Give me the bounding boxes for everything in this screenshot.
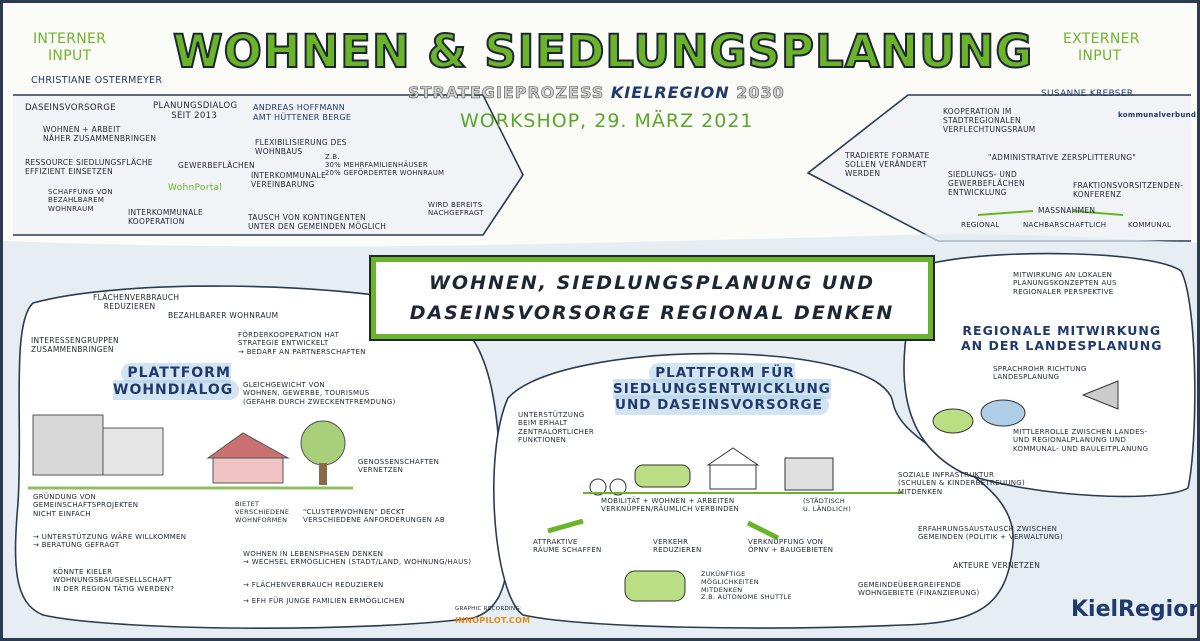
- left-gruendung: GRÜNDUNG VON GEMEINSCHAFTSPROJEKTEN NICH…: [33, 493, 139, 518]
- left-plattform-title-text: PLATTFORM WOHNDIALOG: [113, 363, 240, 400]
- internal-speaker2: ANDREAS HOFFMANN AMT HÜTTENER BERGE: [253, 103, 352, 122]
- internal-label-2: INPUT: [48, 48, 92, 64]
- external-label-1: EXTERNER: [1063, 31, 1140, 47]
- external-kommunal: KOMMUNAL: [1128, 221, 1172, 229]
- tree: [300, 420, 346, 466]
- internal-daseins: DASEINSVORSORGE: [25, 103, 116, 113]
- internal-ressource: RESSOURCE SIEDLUNGSFLÄCHE EFFIZIENT EINS…: [25, 158, 153, 176]
- internal-gewerbeflaechen: GEWERBEFLÄCHEN: [178, 161, 255, 170]
- right-mitwirkung: MITWIRKUNG AN LOKALEN PLANUNGSKONZEPTEN …: [1013, 271, 1117, 296]
- middle-verknuepfung: VERKNÜPFUNG VON ÖPNV + BAUGEBIETEN: [748, 538, 834, 555]
- speech-bubble-1: [932, 408, 974, 434]
- office-building: [784, 457, 834, 491]
- right-bubble: [903, 252, 1196, 498]
- subtitle-year: 2030: [736, 83, 785, 103]
- right-mittlerrolle: MITTLERROLLE ZWISCHEN LANDES- UND REGION…: [1013, 428, 1149, 453]
- left-bietet: BIETET VERSCHIEDENE WOHNFORMEN: [235, 500, 290, 524]
- internal-tausch: TAUSCH VON KONTINGENTEN UNTER DEN GEMEIN…: [248, 213, 387, 231]
- external-zersplitterung: "ADMINISTRATIVE ZERSPLITTERUNG": [988, 153, 1137, 162]
- middle-bubble: [493, 352, 1014, 629]
- kielregion-logo: KielRegion: [1071, 597, 1200, 622]
- left-bezahlbar: BEZAHLBARER WOHNRAUM: [168, 311, 279, 320]
- external-massnahmen: MAßNAHMEN: [1038, 206, 1096, 215]
- external-kooperation: KOOPERATION IM STADTREGIONALEN VERFLECHT…: [943, 107, 1036, 134]
- left-flaechen-reduzieren: → FLÄCHENVERBRAUCH REDUZIEREN: [243, 581, 384, 589]
- apartment-building: [32, 414, 104, 476]
- internal-nachgefragt: WIRD BEREITS NACHGEFRAGT: [428, 201, 484, 218]
- tree-trunk: [319, 463, 327, 485]
- external-siedlungs: SIEDLUNGS- UND GEWERBEFLÄCHEN ENTWICKLUN…: [948, 170, 1025, 197]
- middle-mobilitaet: MOBILITÄT + WOHNEN + ARBEITEN VERKNÜPFEN…: [601, 497, 740, 514]
- external-logo: kommunalverbund: [1118, 111, 1197, 119]
- right-soziale: SOZIALE INFRASTRUKTUR (SCHULEN & KINDERB…: [898, 471, 1026, 496]
- arrow-verknuepfung: [746, 520, 780, 541]
- middle-plattform-title-text: PLATTFORM FÜR SIEDLUNGSENTWICKLUNG UND D…: [613, 363, 831, 416]
- right-sprachrohr: SPRACHROHR RICHTUNG LANDESPLANUNG: [993, 365, 1087, 382]
- left-kieler: KÖNNTE KIELER WOHNUNGSBAUGESELLSCHAFT IN…: [53, 568, 175, 593]
- bicycle-wheel-1: [589, 478, 607, 496]
- arrow-attraktive: [547, 518, 584, 534]
- middle-plattform-title: PLATTFORM FÜR SIEDLUNGSENTWICKLUNG UND D…: [613, 363, 831, 416]
- internal-wohnportal: WohnPortal: [168, 183, 223, 193]
- right-gemeinde: GEMEINDEÜBERGREIFENDE WOHNGEBIETE (FINAN…: [858, 581, 980, 598]
- left-genossenschaften: GENOSSENSCHAFTEN VERNETZEN: [358, 458, 440, 475]
- internal-zb: Z.B. 30% MEHRFAMILIENHÄUSER 20% GEFÖRDER…: [325, 153, 445, 178]
- banner-line2: DASEINSVORSORGE REGIONAL DENKEN: [409, 302, 895, 324]
- arrow-massnahmen-left: [977, 210, 1034, 216]
- internal-input-panel: [13, 94, 524, 236]
- left-foerderkoop: FÖRDERKOOPERATION HAT STRATEGIE ENTWICKE…: [238, 331, 366, 356]
- external-nachbarschaftlich: NACHBARSCHAFTLICH: [1023, 221, 1107, 229]
- main-title: WOHNEN & SIEDLUNGSPLANUNG: [172, 24, 1034, 79]
- middle-zukuenftige: ZUKÜNFTIGE MÖGLICHKEITEN MITDENKEN Z.B. …: [701, 570, 792, 602]
- subtitle-prefix: STRATEGIEPROZESS: [408, 83, 605, 103]
- internal-planungsdialog: PLANUNGSDIALOG SEIT 2013: [153, 101, 238, 122]
- middle-unterstuetzung: UNTERSTÜTZUNG BEIM ERHALT ZENTRALÖRTLICH…: [518, 411, 595, 445]
- middle-staedtisch: (STÄDTISCH U. LÄNDLICH): [803, 497, 852, 513]
- external-fraktionsvorsitzenden: FRAKTIONSVORSITZENDEN- KONFERENZ: [1073, 181, 1184, 199]
- internal-vereinbarung: INTERKOMMUNALE VEREINBARUNG: [251, 171, 327, 189]
- left-lebensphasen: WOHNEN IN LEBENSPHASEN DENKEN → WECHSEL …: [243, 550, 472, 567]
- internal-schaffung: SCHAFFUNG VON BEZAHLBAREM WOHNRAUM: [48, 188, 113, 213]
- middle-house: [709, 464, 757, 490]
- subtitle: STRATEGIEPROZESS KIELREGION 2030: [408, 83, 785, 103]
- internal-flexibilisierung: FLEXIBILISIERUNG DES WOHNBAUS: [255, 138, 347, 156]
- external-tradierte: TRADIERTE FORMATE SOLLEN VERÄNDERT WERDE…: [845, 151, 930, 178]
- arrow-massnahmen-right: [1072, 210, 1124, 216]
- subtitle-brand: KIELREGION: [610, 83, 730, 102]
- external-speaker: SUSANNE KREBSER: [1041, 89, 1134, 99]
- external-label-2: INPUT: [1078, 48, 1122, 64]
- internal-wohnen-arbeit: WOHNEN + ARBEIT NÄHER ZUSAMMENBRINGEN: [43, 125, 157, 143]
- middle-attraktive: ATTRAKTIVE RÄUME SCHAFFEN: [533, 538, 602, 555]
- bicycle-wheel-2: [609, 478, 627, 496]
- internal-speaker: CHRISTIANE OSTERMEYER: [31, 75, 163, 86]
- left-efh: → EFH FÜR JUNGE FAMILIEN ERMÖGLICHEN: [243, 597, 405, 605]
- banner-line1: WOHNEN, SIEDLUNGSPLANUNG UND: [428, 272, 876, 294]
- autonomous-shuttle: [624, 570, 686, 602]
- credit-brand: INNOPILOT.com: [455, 616, 531, 625]
- right-erfahrung: ERFAHRUNGSAUSTAUSCH ZWISCHEN GEMEINDEN (…: [918, 525, 1064, 542]
- right-akteure: AKTEURE VERNETZEN: [953, 561, 1041, 570]
- car: [634, 464, 691, 488]
- central-banner: WOHNEN, SIEDLUNGSPLANUNG UND DASEINSVORS…: [369, 255, 935, 341]
- left-plattform-title: PLATTFORM WOHNDIALOG: [113, 363, 240, 400]
- internal-label-1: INTERNER: [33, 31, 107, 47]
- left-unterstuetzung: → UNTERSTÜTZUNG WÄRE WILLKOMMEN → BERATU…: [33, 533, 187, 550]
- house-body: [212, 457, 284, 484]
- speech-bubble-2: [980, 399, 1026, 427]
- megaphone: [1081, 380, 1119, 410]
- external-regional: REGIONAL: [961, 221, 1000, 229]
- left-interessen: INTERESSENGRUPPEN ZUSAMMENBRINGEN: [31, 336, 119, 354]
- credit-label: GRAPHIC RECORDING:: [455, 606, 523, 612]
- middle-verkehr: VERKEHR REDUZIEREN: [653, 538, 702, 555]
- workshop-date: WORKSHOP, 29. MÄRZ 2021: [460, 110, 754, 132]
- left-clusterwohnen: "CLUSTERWOHNEN" DECKT VERSCHIEDENE ANFOR…: [303, 508, 445, 525]
- internal-interkommunale-koop: INTERKOMMUNALE KOOPERATION: [128, 208, 204, 226]
- left-flaechen: FLÄCHENVERBRAUCH REDUZIEREN: [93, 293, 180, 311]
- left-gleichgewicht: GLEICHGEWICHT VON WOHNEN, GEWERBE, TOURI…: [243, 381, 396, 406]
- right-title: REGIONALE MITWIRKUNG AN DER LANDESPLANUN…: [961, 323, 1163, 353]
- apartment-building-2: [102, 427, 164, 476]
